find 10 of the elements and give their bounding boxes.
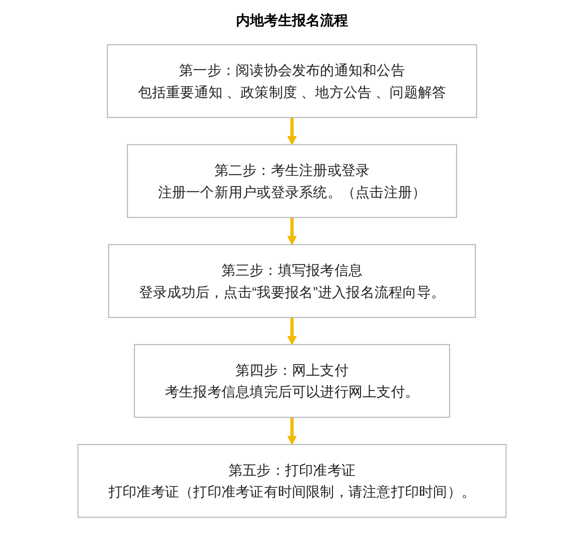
node-box: 第三步：填写报考信息 登录成功后，点击“我要报名”进入报名流程向导。 (108, 244, 476, 318)
diagram-title: 内地考生报名流程 (235, 12, 349, 30)
arrow (287, 417, 297, 445)
arrow (287, 217, 297, 246)
arrow (287, 317, 297, 345)
node-box: 第五步：打印准考证 打印准考证（打印准考证有时间限制，请注意打印时间）。 (77, 444, 507, 518)
node-box: 第一步：阅读协会发布的通知和公告 包括重要通知 、政策制度 、地方公告 、问题解答 (106, 44, 478, 118)
node-box: 第四步：网上支付 考生报考信息填完后可以进行网上支付。 (134, 344, 450, 418)
arrow (287, 117, 297, 146)
node-box: 第二步：考生注册或登录 注册一个新用户或登录系统。（点击注册） (126, 144, 458, 218)
